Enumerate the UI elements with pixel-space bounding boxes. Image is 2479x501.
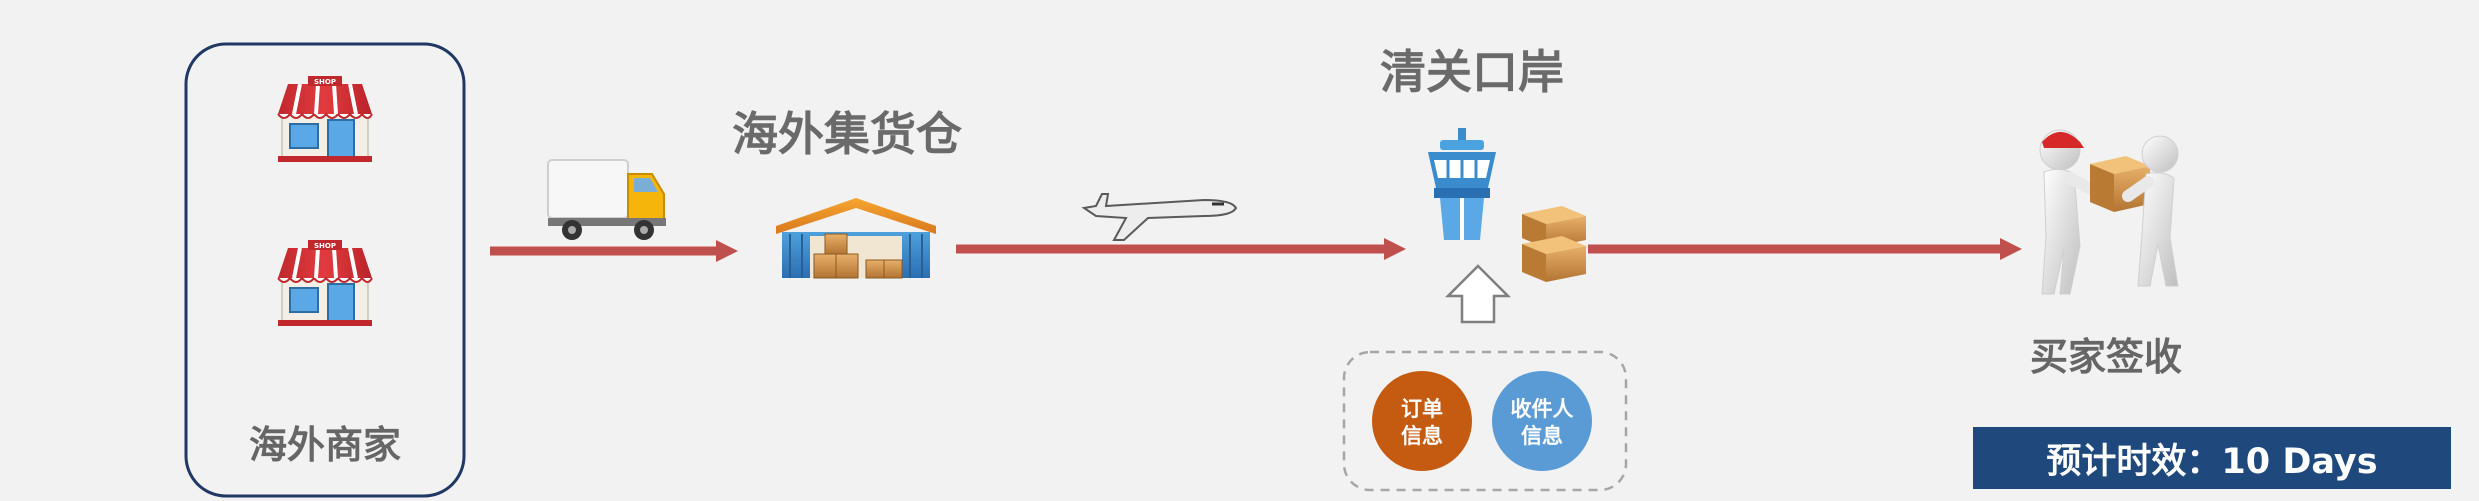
recipient-info-text: 收件人 信息 xyxy=(1492,396,1592,450)
customs-tower-icon xyxy=(1428,128,1496,240)
order-info-line1: 订单 xyxy=(1401,397,1443,421)
customs-label: 清关口岸 xyxy=(1380,45,1564,99)
shop-icon: SHOP xyxy=(277,240,373,326)
delivery-person-icon xyxy=(2039,129,2179,295)
info-dashed-box xyxy=(1342,350,1628,492)
recipient-info-circle xyxy=(1492,371,1592,471)
order-info-circle xyxy=(1372,371,1472,471)
buyer-label: 买家签收 xyxy=(2030,335,2183,379)
merchant-box xyxy=(184,42,466,498)
up-arrow-icon xyxy=(1444,264,1512,324)
shop-sign: SHOP xyxy=(314,242,336,250)
warehouse-icon xyxy=(776,198,936,279)
arrow-merchant-to-warehouse xyxy=(490,240,738,262)
truck-icon xyxy=(547,159,666,240)
eta-text: 预计时效：10 Days xyxy=(2046,441,2378,482)
arrow-customs-to-buyer xyxy=(1588,238,2022,260)
warehouse-label: 海外集货仓 xyxy=(732,107,962,161)
order-info-text: 订单 信息 xyxy=(1372,396,1472,450)
airplane-icon xyxy=(1081,193,1238,241)
eta-banner: 预计时效：10 Days xyxy=(1973,427,2451,489)
order-info-line2: 信息 xyxy=(1401,424,1443,448)
shop-sign: SHOP xyxy=(314,78,336,86)
boxes-icon xyxy=(1522,206,1586,282)
shop-icon: SHOP xyxy=(277,76,373,162)
merchant-label: 海外商家 xyxy=(248,423,401,467)
arrow-warehouse-to-customs xyxy=(956,238,1406,260)
recipient-info-line1: 收件人 xyxy=(1510,397,1574,421)
recipient-info-line2: 信息 xyxy=(1521,424,1563,448)
